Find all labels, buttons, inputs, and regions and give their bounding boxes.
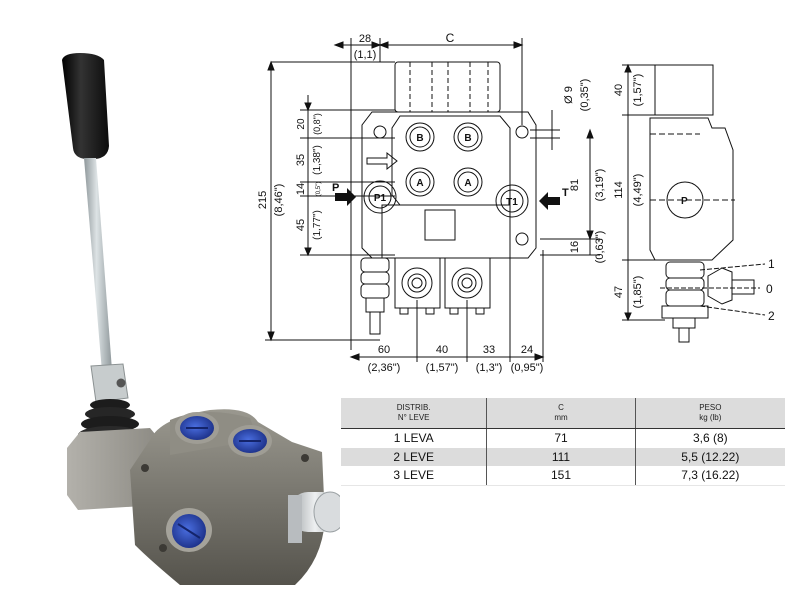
dim-20: 20 [296, 118, 307, 130]
port-plug-top-right [228, 425, 272, 457]
dim-215-in: (8,46") [273, 184, 285, 217]
table-row: 2 LEVE 111 5,5 (12.22) [341, 447, 785, 466]
dim-35-in: (1,38") [312, 145, 323, 175]
dim-side-47: 47 [613, 286, 625, 298]
port-plug-top-left [175, 412, 219, 444]
port-label: P1 [374, 193, 387, 204]
dim-28-in: (1,1) [354, 49, 377, 61]
dim-60: 60 [378, 344, 390, 356]
dim-28: 28 [359, 33, 371, 45]
lever-rod [84, 158, 112, 372]
dim-20-in: (0,8") [312, 113, 322, 135]
dim-35: 35 [295, 154, 307, 166]
table-row: 3 LEVE 151 7,3 (16.22) [341, 466, 785, 486]
cell-weight: 5,5 (12.22) [634, 447, 785, 466]
port-label: A [464, 178, 471, 189]
spec-table: DISTRIB. N° LEVE C mm PESO kg (lb) 1 LEV… [341, 398, 785, 486]
cell-c-mm: 71 [486, 428, 636, 448]
dim-side-114: 114 [613, 181, 625, 199]
lever-position-1: 1 [768, 257, 775, 271]
inlet-arrow-icon [335, 188, 356, 206]
dim-hole-dia: Ø 9 [563, 86, 575, 104]
outlet-label: T [562, 187, 569, 199]
port-label: T1 [506, 197, 518, 208]
table-header-row: DISTRIB. N° LEVE C mm PESO kg (lb) [341, 398, 785, 429]
outlet-arrow-icon [539, 192, 560, 210]
cell-levers: 2 LEVE [341, 447, 487, 466]
dim-16-in: (0,63") [594, 231, 606, 264]
dim-C: C [446, 31, 455, 45]
dim-40: 40 [436, 344, 448, 356]
product-photo [62, 53, 340, 585]
lever-clamp [90, 363, 129, 403]
dim-side-40: 40 [613, 84, 625, 96]
port-label: A [416, 178, 423, 189]
dim-side-40-in: (1,57") [632, 74, 644, 107]
header-weight: PESO kg (lb) [634, 398, 785, 429]
dim-14-in: (0,5") [316, 182, 322, 196]
table-row: 1 LEVA 71 3,6 (8) [341, 428, 785, 448]
front-view-drawing: 28 (1,1) C B B A A P1 T1 P T 215 (8,46")… [257, 31, 606, 374]
cell-levers: 3 LEVE [341, 466, 487, 486]
cell-weight: 3,6 (8) [634, 428, 785, 448]
dim-81-in: (3,19") [594, 169, 606, 202]
dim-14: 14 [295, 183, 307, 195]
dim-24: 24 [521, 344, 533, 356]
port-plug-front [166, 508, 212, 552]
cell-c-mm: 111 [486, 447, 636, 466]
spool-cap [288, 491, 340, 543]
header-c-mm: C mm [486, 398, 636, 429]
port-label: B [464, 133, 471, 144]
side-view-drawing: P 1 0 2 40 (1,57") 114 (4,49") 47 (1,85"… [613, 63, 775, 343]
dim-side-114-in: (4,49") [632, 174, 644, 207]
cell-levers: 1 LEVA [393, 431, 434, 446]
dim-side-47-in: (1,85") [632, 276, 644, 309]
dim-33-in: (1,3") [476, 362, 503, 374]
lever-position-0: 0 [766, 282, 773, 296]
dim-24-in: (0,95") [511, 362, 544, 374]
dim-33: 33 [483, 344, 495, 356]
dim-40-in: (1,57") [426, 362, 459, 374]
cell-c-mm: 151 [486, 466, 636, 486]
dim-45-in: (1,77") [312, 210, 323, 240]
dim-hole-dia-in: (0,35") [579, 79, 591, 112]
dim-60-in: (2,36") [368, 362, 401, 374]
cell-weight: 7,3 (16.22) [634, 466, 785, 486]
dim-16: 16 [569, 241, 581, 253]
dim-45: 45 [295, 219, 307, 231]
header-levers: DISTRIB. N° LEVE [341, 398, 487, 429]
port-label: B [416, 133, 423, 144]
side-port-label: P [681, 196, 688, 207]
dim-215: 215 [257, 191, 269, 209]
lever-position-2: 2 [768, 309, 775, 323]
lever-handle [62, 53, 109, 159]
inlet-label: P [332, 182, 339, 194]
dim-81: 81 [569, 179, 581, 191]
